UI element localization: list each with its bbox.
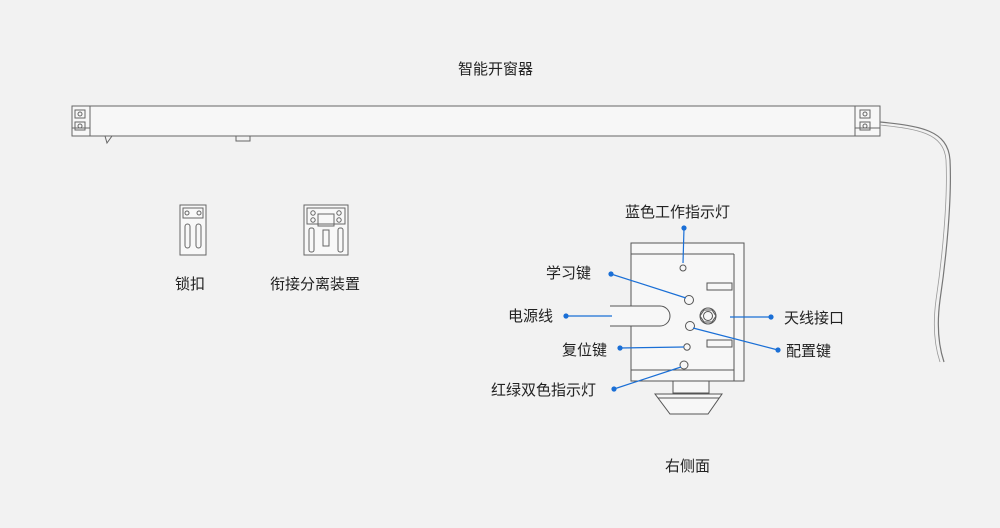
power-cable xyxy=(879,121,951,363)
bracket-part-drawing xyxy=(303,204,349,256)
learn-key-label: 学习键 xyxy=(546,264,592,282)
power-cord-label: 电源线 xyxy=(508,307,554,325)
callout-lines xyxy=(563,225,781,392)
lock-part-drawing xyxy=(179,204,207,256)
side-view-caption: 右侧面 xyxy=(665,457,711,475)
bracket-label: 衔接分离装置 xyxy=(270,275,361,293)
blue-led-label: 蓝色工作指示灯 xyxy=(625,203,731,221)
antenna-label: 天线接口 xyxy=(784,309,845,327)
diagram-title: 智能开窗器 xyxy=(458,60,534,78)
side-view-drawing xyxy=(610,242,745,415)
reset-key-label: 复位键 xyxy=(562,341,608,359)
lock-label: 锁扣 xyxy=(175,275,206,293)
window-opener-body xyxy=(71,105,881,145)
config-key-label: 配置键 xyxy=(786,342,832,360)
rg-led-label: 红绿双色指示灯 xyxy=(491,381,597,399)
